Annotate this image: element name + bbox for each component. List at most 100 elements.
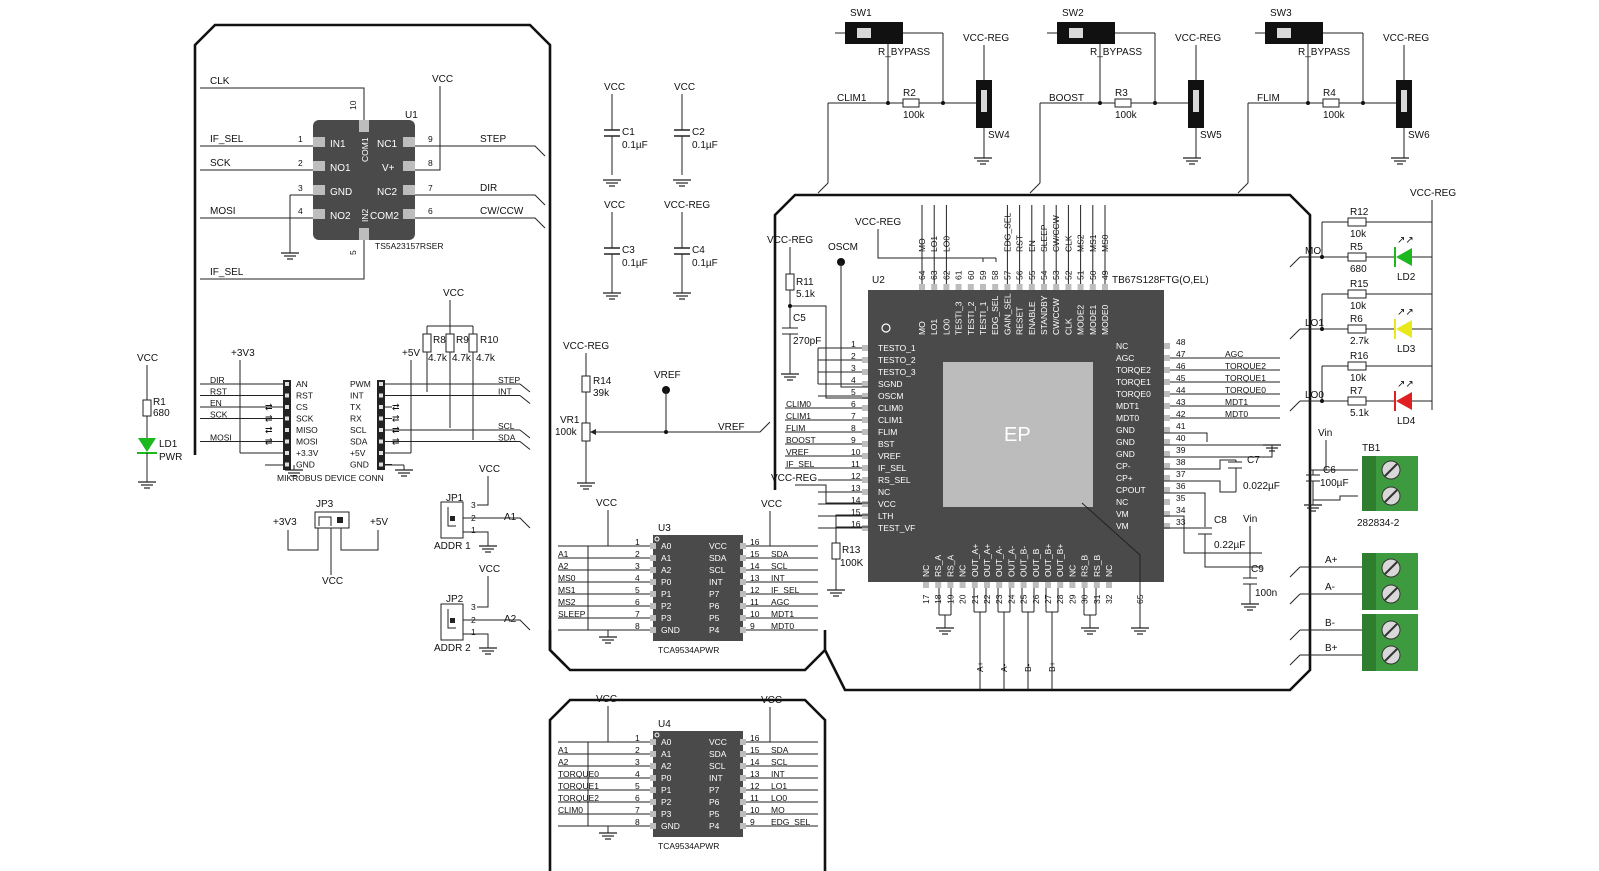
cap-ref: C3 [622,245,635,256]
svg-text:C9: C9 [1251,564,1264,575]
svg-text:TB1: TB1 [1362,443,1381,454]
svg-text:48: 48 [1176,337,1186,347]
switch-supply: VCC-REG [963,33,1009,44]
cap-ref: C1 [622,127,635,138]
u2-right-net: MDT0 [1225,409,1248,419]
svg-text:C7: C7 [1247,455,1260,466]
jp3-body[interactable] [314,511,350,529]
u2-right-pin: TORQE0 [1116,389,1151,399]
svg-text:10k: 10k [1350,301,1367,312]
switch-body[interactable] [1057,22,1115,44]
mikrobus-pin [379,393,383,398]
vr1-trimmer[interactable] [581,422,591,442]
expander-left-net: TORQUE1 [558,781,599,791]
net-if-sel-2: IF_SEL [210,267,244,278]
svg-text:VCC-REG: VCC-REG [855,217,901,228]
u2-right-pin: TORQE1 [1116,377,1151,387]
svg-text:7: 7 [635,609,640,619]
svg-text:23: 23 [994,594,1004,604]
ground-icon [577,482,595,490]
svg-text:4: 4 [635,769,640,779]
led-icon [1396,248,1412,266]
svg-text:1: 1 [471,627,476,637]
svg-text:16: 16 [851,519,861,529]
resistor [902,98,920,108]
expander-body [653,535,743,641]
u1-ref: U1 [405,110,418,121]
svg-text:7: 7 [428,183,433,193]
svg-text:14: 14 [750,561,760,571]
svg-text:5: 5 [851,387,856,397]
svg-text:R7: R7 [1350,386,1363,397]
u3-expander: U3TCA9534APWRA01A12A1A23A2P04MS0P15MS1P2… [558,498,818,655]
expander-left-pin: A0 [661,737,672,747]
expander-right-net: SCL [771,561,788,571]
mikrobus-right-pin-label: RX [350,414,362,424]
ground-icon [1081,627,1099,635]
resistor-value: 100k [1115,110,1138,121]
svg-text:7: 7 [851,411,856,421]
u2-bottom-pin: RS_B [1092,554,1102,577]
svg-text:R5: R5 [1350,242,1363,253]
u2-top-pin: TESTI_3 [954,301,964,335]
expander-left-pin: A2 [661,761,672,771]
svg-text:13: 13 [851,483,861,493]
svg-text:28: 28 [1055,594,1065,604]
expander-vcc-left: VCC [596,694,617,705]
u2-right-pin: NC [1116,497,1128,507]
ld1-ref: LD1 [159,439,178,450]
u2-right-pin: CP- [1116,461,1131,471]
u1-pin-gnd: GND [330,187,352,198]
u2-left-net: CLIM0 [786,399,811,409]
svg-text:3: 3 [298,183,303,193]
led-emission-icon: ↗↗ [1397,379,1414,390]
vref-trimmer: VCC-REG R14 39k VR1 100k VREF VREF [555,341,771,483]
expander-right-net: LO0 [771,793,787,803]
switch-body[interactable] [845,22,903,44]
svg-text:20: 20 [958,594,968,604]
u2-top-pin: LO1 [929,319,939,335]
svg-text:35: 35 [1176,493,1186,503]
ground-icon [827,589,845,597]
switch-supply: VCC-REG [1175,33,1221,44]
u2-left-pin: OSCM [878,391,904,401]
switch-body[interactable] [1265,22,1323,44]
expander-right-pin: P5 [709,809,720,819]
u2-left-pin: IF_SEL [878,463,907,473]
mikrobus-pin [285,416,289,421]
svg-text:JP3: JP3 [316,499,334,510]
led-emission-icon: ↗↗ [1397,235,1414,246]
svg-text:43: 43 [1176,397,1186,407]
expander-part: TCA9534APWR [658,645,719,655]
expander-right-pin: SDA [709,553,727,563]
svg-text:10: 10 [750,805,760,815]
expander-left-net: A1 [558,745,569,755]
svg-text:30: 30 [1080,594,1090,604]
svg-text:31: 31 [1092,594,1102,604]
svg-text:VR1: VR1 [560,415,580,426]
mikrobus-connector: ANDIRRSTRSTCSEN⇄SCKSCK⇄MISO⇄MOSIMOSI⇄+3.… [200,348,531,483]
svg-text:17: 17 [921,594,931,604]
svg-text:12: 12 [750,585,760,595]
mikrobus-right-pin-label: PWM [350,379,371,389]
switch-net: CLIM1 [837,93,867,104]
u2-left-net: CLIM1 [786,411,811,421]
cap-supply: VCC [604,200,625,211]
resistor [1322,98,1340,108]
svg-text:11: 11 [851,459,860,469]
svg-text:ADDR 1: ADDR 1 [434,541,471,552]
svg-text:8: 8 [851,423,856,433]
u2-left-pin: VCC [878,499,896,509]
svg-text:2: 2 [635,549,640,559]
mikrobus-left-net: DIR [210,375,225,385]
expander-right-pin: SCL [709,565,726,575]
u2-right-pin: MDT1 [1116,401,1139,411]
net-cw-ccw: CW/CCW [480,206,524,217]
u2-left-pin: CLIM1 [878,415,903,425]
svg-text:R10: R10 [480,335,499,346]
svg-text:1: 1 [471,525,476,535]
u2-top-pin: MODE2 [1076,305,1086,336]
svg-text:270pF: 270pF [793,336,821,347]
expander-left-pin: A2 [661,565,672,575]
